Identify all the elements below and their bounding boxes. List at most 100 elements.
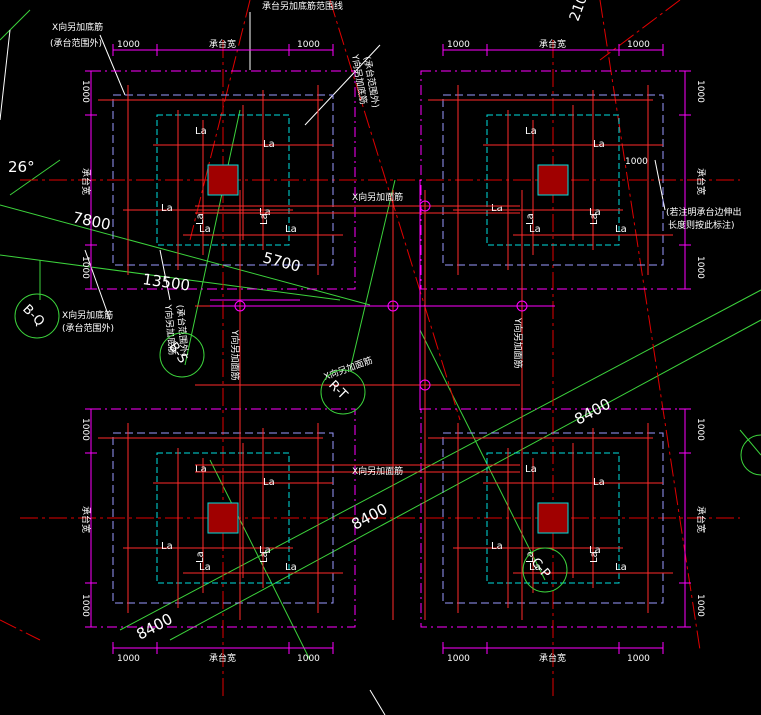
x-top-rebar-lower: X向另加面筋 xyxy=(352,465,403,477)
cap-4-outline xyxy=(442,432,664,604)
grid-5700: 5700 xyxy=(261,248,303,275)
cap-4-la-v1: La xyxy=(525,551,536,563)
cap-4-edge xyxy=(486,452,620,584)
cap-1-la-1: La xyxy=(195,126,207,137)
x-rebar-bottom-left: X向另加底筋 xyxy=(62,309,113,321)
cap-4-vdim-cap: 承台宽 xyxy=(695,506,707,533)
cap-2-la-6: La xyxy=(615,224,627,235)
cap-4-vdim-top: 1000 xyxy=(695,418,705,441)
cap-1-la-2: La xyxy=(263,139,275,150)
cap-1-vdim-cap: 承台宽 xyxy=(80,168,92,195)
cap-3-vdim-cap: 承台宽 xyxy=(80,506,92,533)
cap-4-la-1: La xyxy=(525,464,537,475)
cap-2-vdim-cap: 承台宽 xyxy=(695,168,707,195)
note-right-sub: 长度则按此标注) xyxy=(668,219,735,231)
cap-4-la-3: La xyxy=(491,541,503,552)
cap-4-la-6: La xyxy=(615,562,627,573)
cap-3-outline xyxy=(112,432,334,604)
cap-4-la-v2: La xyxy=(589,551,600,563)
cap-3-vdim-top: 1000 xyxy=(80,418,90,441)
cap-3-dim-cap: 承台宽 xyxy=(209,652,236,664)
cap-rebar-range-top: 承台另加底筋范围线 xyxy=(262,0,343,12)
middle-rebars xyxy=(195,190,523,620)
rebar-circles xyxy=(234,200,528,391)
grid-7800: 7800 xyxy=(71,208,112,234)
cap-1-dim-cap: 承台宽 xyxy=(209,38,236,50)
cap-1-la-5: La xyxy=(199,224,211,235)
cap-4-column xyxy=(537,502,569,534)
cap-4-la-5: La xyxy=(529,562,541,573)
cap-4-range xyxy=(420,408,686,628)
grid-13500: 13500 xyxy=(141,270,191,294)
x-rebar-top-left-sub: (承台范围外) xyxy=(50,37,102,49)
cap-4-la-2: La xyxy=(593,477,605,488)
cap-1-vdim-top: 1000 xyxy=(80,80,90,103)
cap-3-la-v1: La xyxy=(195,551,206,563)
cap-2-edge xyxy=(486,114,620,246)
grid-8400a: 8400 xyxy=(571,395,613,429)
cap-3-vdim-bottom: 1000 xyxy=(80,594,90,617)
cap-1-outline xyxy=(112,94,334,266)
cap-1-dim-right: 1000 xyxy=(297,40,320,50)
top-right-text: 2107 xyxy=(567,0,594,23)
cap-3-la-1: La xyxy=(195,464,207,475)
cap-4-dim-right: 1000 xyxy=(627,654,650,664)
grid-8400b: 8400 xyxy=(348,500,390,534)
cap-3-la-v2: La xyxy=(259,551,270,563)
y-top-rebar-left: Y向另加面筋 xyxy=(229,329,241,381)
cap-2-vdim-bottom: 1000 xyxy=(695,256,705,279)
cap-1-la-6: La xyxy=(285,224,297,235)
cap-1-la-v1: La xyxy=(195,213,206,225)
cap-4-la-4: La xyxy=(589,545,601,556)
cap-4-vdim-bottom: 1000 xyxy=(695,594,705,617)
cap-2-dim-right: 1000 xyxy=(627,40,650,50)
cap-3-dim-right: 1000 xyxy=(297,654,320,664)
x-rebar-bottom-left-sub: (承台范围外) xyxy=(62,322,114,334)
cap-3-dim-left: 1000 xyxy=(117,654,140,664)
cap-2-la-4: La xyxy=(589,207,601,218)
middle-magenta xyxy=(210,180,555,410)
cap-4-dim-cap: 承台宽 xyxy=(539,652,566,664)
cap-3-la-5: La xyxy=(199,562,211,573)
cap-2-dim-cap: 承台宽 xyxy=(539,38,566,50)
cap-1-vdim-bottom: 1000 xyxy=(80,256,90,279)
grid-lines xyxy=(0,9,761,661)
grid-8400c: 8400 xyxy=(133,610,175,644)
cap-1-dim-left: 1000 xyxy=(117,40,140,50)
note-right-1000: 1000 xyxy=(625,157,648,167)
x-rebar-top-left: X向另加底筋 xyxy=(52,21,103,33)
cap-2-la-2: La xyxy=(593,139,605,150)
cap-1-la-3: La xyxy=(161,203,173,214)
cap-3-la-3: La xyxy=(161,541,173,552)
cap-3-la-4: La xyxy=(259,545,271,556)
cap-2-la-3: La xyxy=(491,203,503,214)
cap-2-dim-left: 1000 xyxy=(447,40,470,50)
cap-3-column xyxy=(207,502,239,534)
cap-3-la-6: La xyxy=(285,562,297,573)
cap-2-vdim-top: 1000 xyxy=(695,80,705,103)
x-top-rebar-mid: X向另加面筋 xyxy=(352,191,403,203)
cap-1-la-v2: La xyxy=(259,213,270,225)
cap-2-la-5: La xyxy=(529,224,541,235)
grid-bubbles xyxy=(14,293,761,593)
cap-2-column xyxy=(537,164,569,196)
y-top-rebar-right: Y向另加面筋 xyxy=(512,317,524,369)
cap-3-la-2: La xyxy=(263,477,275,488)
grid-angle: 26° xyxy=(8,158,35,176)
cap-2-range xyxy=(420,70,686,290)
cap-1-column xyxy=(207,164,239,196)
bubble-b1: B-Q xyxy=(19,302,47,330)
cap-1-edge xyxy=(156,114,290,246)
cap-2-la-1: La xyxy=(525,126,537,137)
axis-lines xyxy=(0,0,740,700)
cap-3-edge xyxy=(156,452,290,584)
note-right: (若注明承台边伸出 xyxy=(666,206,742,218)
cap-2-la-v2: La xyxy=(589,213,600,225)
x-top-rebar-mid2: X向另加面筋 xyxy=(322,354,374,383)
cap-2-la-v1: La xyxy=(525,213,536,225)
leader-lines xyxy=(0,12,666,715)
cap-2-outline xyxy=(442,94,664,266)
cap-4-dim-left: 1000 xyxy=(447,654,470,664)
